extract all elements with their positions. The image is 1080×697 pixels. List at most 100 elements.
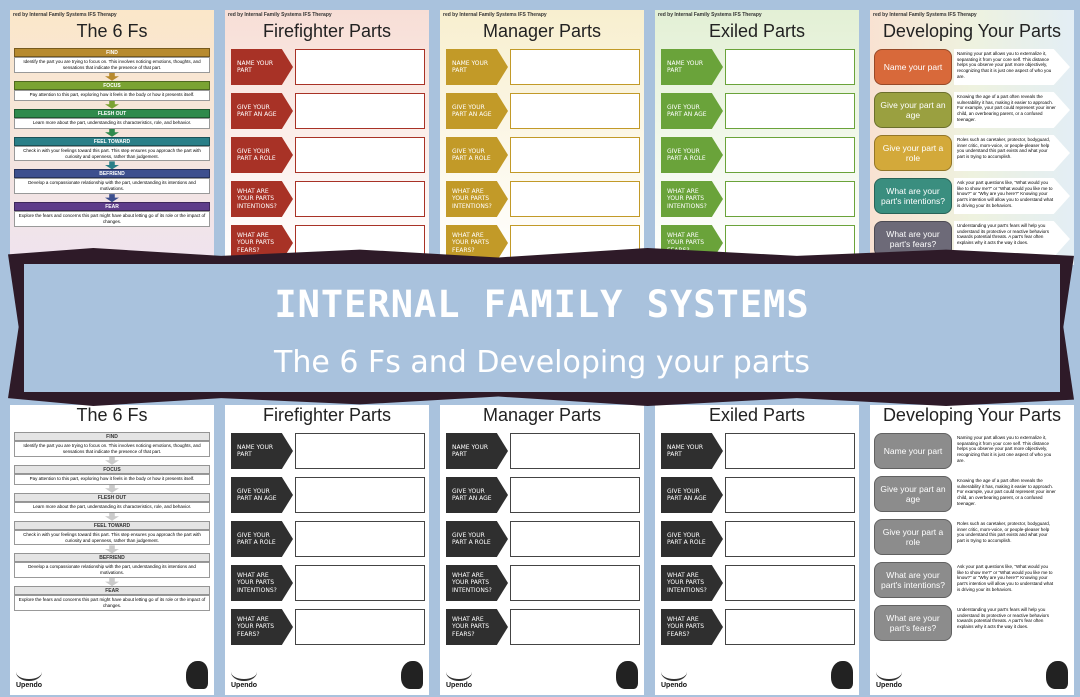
developing-label: What are your part's intentions? xyxy=(874,178,952,214)
head-silhouette-icon xyxy=(401,661,423,689)
prompt-row: What are your parts fears? xyxy=(446,608,640,646)
prompt-label: Give your part an age xyxy=(446,477,508,513)
developing-page: red by Internal Family Systems IFS Thera… xyxy=(870,10,1074,265)
answer-box[interactable] xyxy=(295,521,425,557)
prompt-row: Give your part a role xyxy=(446,136,640,174)
answer-box[interactable] xyxy=(725,477,855,513)
developing-explanation: Knowing the age of a part often reveals … xyxy=(954,92,1070,128)
prompt-label: Give your part a role xyxy=(231,521,293,557)
prompt-label: Give your part a role xyxy=(446,521,508,557)
answer-box[interactable] xyxy=(510,433,640,469)
banner-title: INTERNAL FAMILY SYSTEMS xyxy=(274,283,810,326)
prompt-row: What are your parts intentions? xyxy=(231,180,425,218)
answer-box[interactable] xyxy=(725,49,855,85)
step-description: Check in with your feelings toward this … xyxy=(14,145,210,162)
worksheet-title: Manager Parts xyxy=(482,405,602,425)
brand-name: Upendo xyxy=(231,682,258,689)
developing-row: What are your part's fears?Understanding… xyxy=(874,604,1070,642)
step-focus-label: FOCUS xyxy=(14,464,210,474)
developing-label: Give your part an age xyxy=(874,476,952,512)
prompt-row: What are your parts intentions? xyxy=(446,180,640,218)
answer-box[interactable] xyxy=(510,565,640,601)
answer-box[interactable] xyxy=(295,49,425,85)
prompt-label: What are your parts intentions? xyxy=(446,181,508,217)
tree-logo-icon xyxy=(446,663,472,681)
step-feel-toward-label: FEEL TOWARD xyxy=(14,136,210,146)
step-focus-label: FOCUS xyxy=(14,80,210,90)
answer-box[interactable] xyxy=(295,565,425,601)
answer-box[interactable] xyxy=(510,93,640,129)
answer-box[interactable] xyxy=(725,181,855,217)
step-description: Check in with your feelings toward this … xyxy=(14,529,210,546)
prompt-row: Give your part an age xyxy=(661,92,855,130)
step-description: Develop a compassionate relationship wit… xyxy=(14,562,210,579)
prompt-row: Give your part a role xyxy=(231,520,425,558)
step-find-label: FIND xyxy=(14,432,210,441)
answer-box[interactable] xyxy=(725,93,855,129)
banner-panel xyxy=(24,264,1060,392)
prompt-label: Give your part an age xyxy=(446,93,508,129)
brand-name: Upendo xyxy=(446,682,473,689)
answer-box[interactable] xyxy=(295,181,425,217)
answer-box[interactable] xyxy=(725,521,855,557)
page-footer: Upendo xyxy=(661,659,853,689)
down-arrow-icon xyxy=(105,512,119,521)
answer-box[interactable] xyxy=(510,181,640,217)
worksheet-page: red by Internal Family Systems IFS Thera… xyxy=(225,10,429,265)
answer-box[interactable] xyxy=(725,137,855,173)
answer-box[interactable] xyxy=(510,609,640,645)
page-header-caption: red by Internal Family Systems IFS Thera… xyxy=(443,12,547,18)
down-arrow-icon xyxy=(105,72,119,81)
down-arrow-icon xyxy=(105,578,119,587)
prompt-row: What are your parts fears? xyxy=(446,224,640,262)
prompt-row: Give your part a role xyxy=(661,520,855,558)
six-fs-title: The 6 Fs xyxy=(76,405,148,425)
prompt-label: Name your part xyxy=(231,49,293,85)
developing-explanation: Ask your part questions like, “What woul… xyxy=(954,178,1070,214)
answer-box[interactable] xyxy=(510,137,640,173)
step-flesh-out-label: FLESH OUT xyxy=(14,108,210,118)
page-header-caption: red by Internal Family Systems IFS Thera… xyxy=(228,12,332,18)
prompt-row: What are your parts intentions? xyxy=(231,564,425,602)
prompt-row: What are your parts intentions? xyxy=(661,180,855,218)
answer-box[interactable] xyxy=(725,433,855,469)
prompt-label: Give your part an age xyxy=(661,477,723,513)
step-description: Explore the fears and concerns this part… xyxy=(14,595,210,611)
prompt-row: Give your part an age xyxy=(446,92,640,130)
prompt-label: Name your part xyxy=(231,433,293,469)
answer-box[interactable] xyxy=(510,49,640,85)
tree-logo-icon xyxy=(231,663,257,681)
prompt-row: Give your part an age xyxy=(231,476,425,514)
developing-title: Developing Your Parts xyxy=(882,21,1062,41)
prompt-row: Give your part a role xyxy=(231,136,425,174)
prompt-label: What are your parts intentions? xyxy=(446,565,508,601)
page-footer: Upendo xyxy=(446,659,638,689)
answer-box[interactable] xyxy=(295,93,425,129)
step-fear-label: FEAR xyxy=(14,202,210,212)
down-arrow-icon xyxy=(105,161,119,170)
answer-box[interactable] xyxy=(725,609,855,645)
down-arrow-icon xyxy=(105,545,119,554)
answer-box[interactable] xyxy=(295,433,425,469)
answer-box[interactable] xyxy=(510,477,640,513)
worksheet-title: Exiled Parts xyxy=(708,405,806,425)
answer-box[interactable] xyxy=(725,565,855,601)
page-footer: Upendo xyxy=(231,659,423,689)
step-fear-label: FEAR xyxy=(14,586,210,596)
step-description: Pay attention to this part, exploring ho… xyxy=(14,89,210,101)
answer-box[interactable] xyxy=(510,521,640,557)
prompt-row: What are your parts intentions? xyxy=(661,564,855,602)
prompt-label: Name your part xyxy=(661,49,723,85)
head-silhouette-icon xyxy=(616,661,638,689)
answer-box[interactable] xyxy=(295,137,425,173)
answer-box[interactable] xyxy=(295,477,425,513)
developing-explanation: Understanding your part's fears will hel… xyxy=(954,605,1070,641)
answer-box[interactable] xyxy=(295,609,425,645)
prompt-label: What are your parts fears? xyxy=(661,609,723,645)
